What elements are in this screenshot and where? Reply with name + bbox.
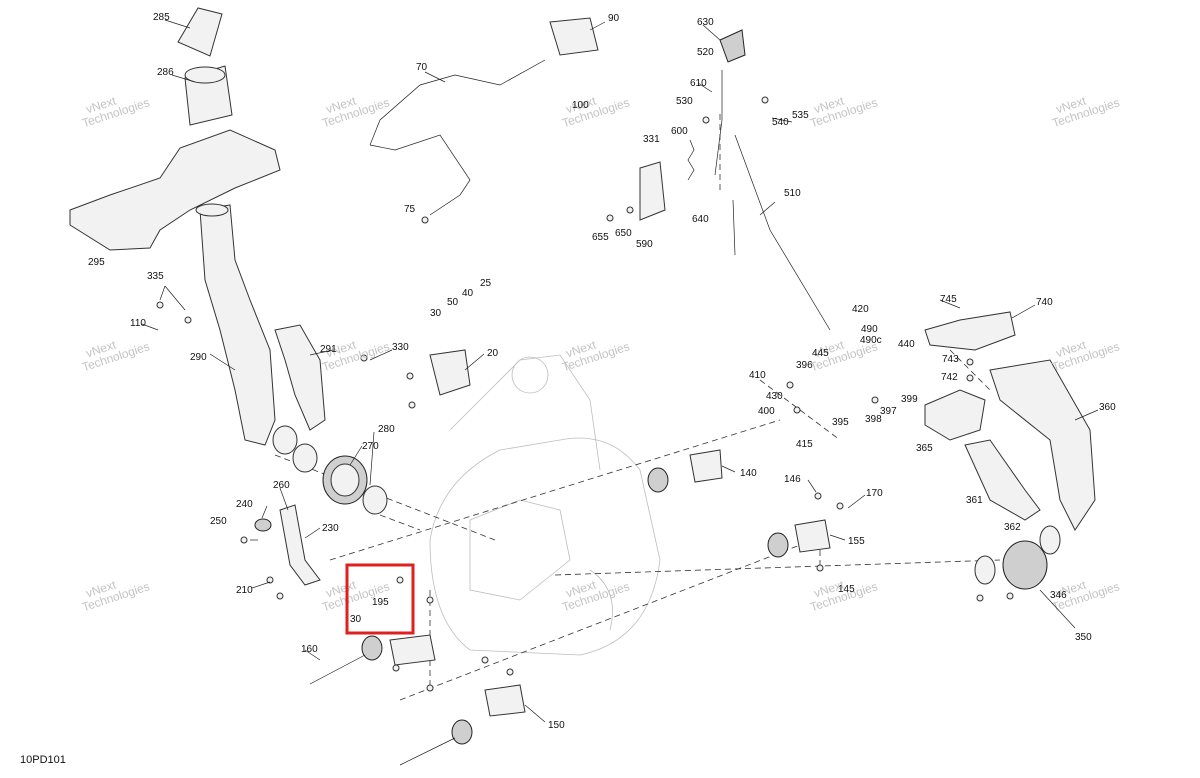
- callout-740: 740: [1036, 297, 1053, 308]
- diagram-reference-code: 10PD101: [20, 754, 66, 766]
- callout-230: 230: [322, 523, 339, 534]
- callout-335: 335: [147, 271, 164, 282]
- callout-270: 270: [362, 441, 379, 452]
- callout-40: 40: [462, 288, 474, 299]
- callout-280: 280: [378, 424, 395, 435]
- callout-155: 155: [848, 536, 865, 547]
- watermark: vNextTechnologies: [77, 84, 152, 130]
- callout-610: 610: [690, 78, 707, 89]
- watermark: vNextTechnologies: [317, 84, 392, 130]
- callout-399: 399: [901, 394, 918, 405]
- callout-50: 50: [447, 297, 459, 308]
- callout-640: 640: [692, 214, 709, 225]
- watermark: vNextTechnologies: [1047, 84, 1122, 130]
- watermark: vNextTechnologies: [557, 84, 632, 130]
- watermark: vNextTechnologies: [805, 84, 880, 130]
- callout-655: 655: [592, 232, 609, 243]
- callout-286: 286: [157, 67, 174, 78]
- callout-170: 170: [866, 488, 883, 499]
- callout-490c: 490c: [860, 335, 882, 346]
- callout-650: 650: [615, 228, 632, 239]
- callout-490: 490: [861, 324, 878, 335]
- engine-ghost-outline: [429, 354, 661, 656]
- callout-210: 210: [236, 585, 253, 596]
- callout-30: 30: [350, 614, 362, 625]
- callout-590: 590: [636, 239, 653, 250]
- callout-540: 540: [772, 117, 789, 128]
- watermark: vNextTechnologies: [805, 328, 880, 374]
- callout-350: 350: [1075, 632, 1092, 643]
- callout-397: 397: [880, 406, 897, 417]
- callout-260: 260: [273, 480, 290, 491]
- callout-398: 398: [865, 414, 882, 425]
- callout-430: 430: [766, 391, 783, 402]
- callout-70: 70: [416, 62, 428, 73]
- callout-20: 20: [487, 348, 499, 359]
- callout-630: 630: [697, 17, 714, 28]
- callout-510: 510: [784, 188, 801, 199]
- parts: [69, 7, 1096, 766]
- callout-530: 530: [676, 96, 693, 107]
- callout-140: 140: [740, 468, 757, 479]
- highlight-box: [345, 563, 415, 635]
- callout-742: 742: [941, 372, 958, 383]
- callout-145: 145: [838, 584, 855, 595]
- callout-146: 146: [784, 474, 801, 485]
- watermark: vNextTechnologies: [77, 328, 152, 374]
- callout-250: 250: [210, 516, 227, 527]
- callout-leaders: [141, 19, 1099, 723]
- callout-362: 362: [1004, 522, 1021, 533]
- callout-395: 395: [832, 417, 849, 428]
- callout-110: 110: [130, 318, 146, 329]
- callout-440: 440: [898, 339, 915, 350]
- callout-600: 600: [671, 126, 688, 137]
- callout-410: 410: [749, 370, 766, 381]
- callout-25: 25: [480, 278, 492, 289]
- callout-400: 400: [758, 406, 775, 417]
- callout-361: 361: [966, 495, 983, 506]
- callout-100: 100: [572, 100, 589, 111]
- callout-290: 290: [190, 352, 207, 363]
- callout-396: 396: [796, 360, 813, 371]
- callout-240: 240: [236, 499, 253, 510]
- callout-90: 90: [608, 13, 620, 24]
- callout-420: 420: [852, 304, 869, 315]
- callout-331: 331: [643, 134, 660, 145]
- callout-745: 745: [940, 294, 957, 305]
- callout-330: 330: [392, 342, 409, 353]
- callout-365: 365: [916, 443, 933, 454]
- watermark: vNextTechnologies: [557, 328, 632, 374]
- callout-30: 30: [430, 308, 442, 319]
- callout-291: 291: [320, 344, 337, 355]
- watermark: vNextTechnologies: [77, 568, 152, 614]
- callout-346: 346: [1050, 590, 1067, 601]
- callout-285: 285: [153, 12, 170, 23]
- callout-150: 150: [548, 720, 565, 731]
- callout-75: 75: [404, 204, 416, 215]
- callout-195: 195: [372, 597, 389, 608]
- callout-445: 445: [812, 348, 829, 359]
- callout-360: 360: [1099, 402, 1116, 413]
- callout-160: 160: [301, 644, 318, 655]
- callout-415: 415: [796, 439, 813, 450]
- callout-535: 535: [792, 110, 809, 121]
- watermark: vNextTechnologies: [1047, 328, 1122, 374]
- callout-295: 295: [88, 257, 105, 268]
- callout-520: 520: [697, 47, 714, 58]
- callout-743: 743: [942, 354, 959, 365]
